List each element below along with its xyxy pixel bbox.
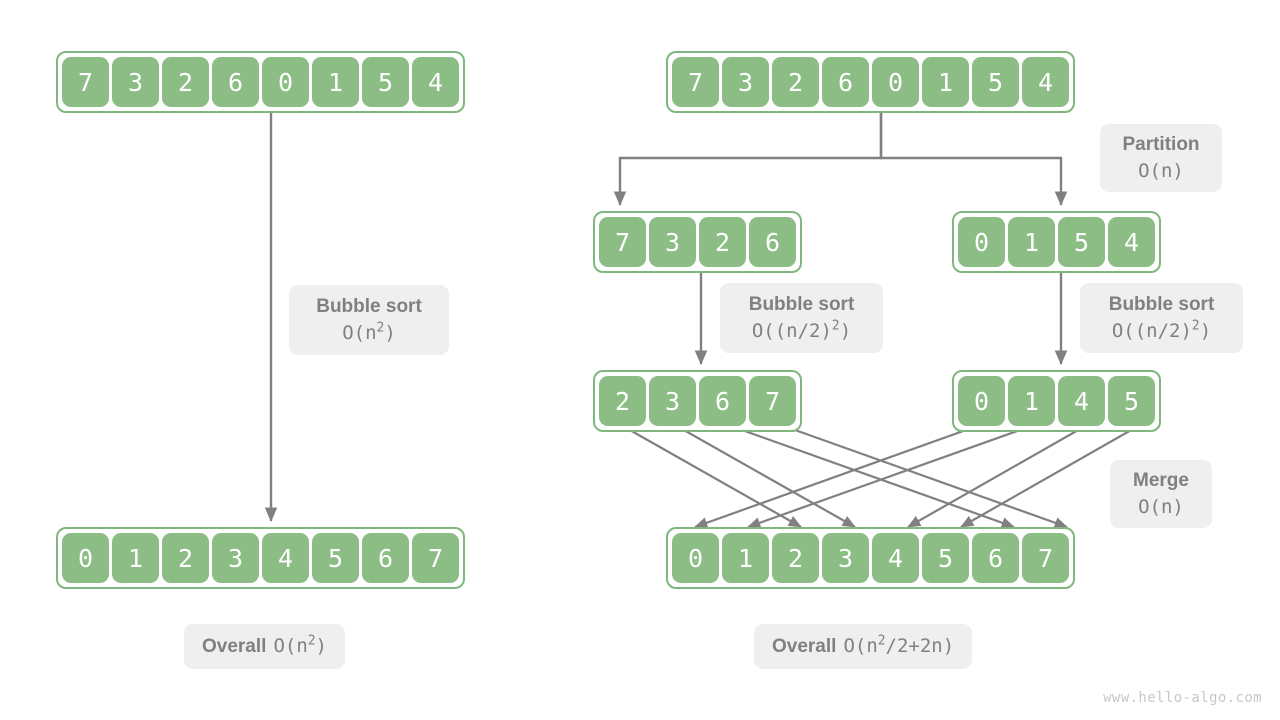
partition-note: Partition O(n) xyxy=(1100,124,1222,192)
note-title: Bubble sort xyxy=(1108,293,1215,315)
array-cell: 2 xyxy=(162,57,209,107)
array-cell: 4 xyxy=(1108,217,1155,267)
array-cell: 2 xyxy=(162,533,209,583)
array-cell: 3 xyxy=(649,217,696,267)
array-cell: 6 xyxy=(749,217,796,267)
merge-note: Merge O(n) xyxy=(1110,460,1212,528)
array-cell: 0 xyxy=(62,533,109,583)
array-cell: 7 xyxy=(1022,533,1069,583)
partition-fork-arrows xyxy=(613,111,1068,206)
array-cell: 7 xyxy=(412,533,459,583)
watermark: www.hello-algo.com xyxy=(1103,690,1262,706)
left-overall-note: Overall O(n2) xyxy=(184,624,345,669)
array-cell: 7 xyxy=(599,217,646,267)
array-cell: 1 xyxy=(922,57,969,107)
note-complexity: O(n2) xyxy=(342,320,396,344)
array-cell: 6 xyxy=(972,533,1019,583)
note-title: Merge xyxy=(1133,469,1189,491)
array-cell: 0 xyxy=(958,376,1005,426)
array-cell: 1 xyxy=(722,533,769,583)
left-bubble-sort-note: Bubble sort O(n2) xyxy=(289,285,449,355)
merge-arrows xyxy=(620,423,1141,529)
array-cell: 2 xyxy=(699,217,746,267)
array-cell: 4 xyxy=(1022,57,1069,107)
array-cell: 0 xyxy=(958,217,1005,267)
note-title: Bubble sort xyxy=(316,295,422,317)
note-complexity: O(n2) xyxy=(273,633,327,658)
array-cell: 0 xyxy=(262,57,309,107)
array-cell: 0 xyxy=(672,533,719,583)
right-bubble-sort-note-left: Bubble sort O((n/2)2) xyxy=(720,283,883,353)
array-cell: 7 xyxy=(672,57,719,107)
array-cell: 3 xyxy=(649,376,696,426)
array-cell: 3 xyxy=(722,57,769,107)
array-cell: 4 xyxy=(262,533,309,583)
array-cell: 3 xyxy=(112,57,159,107)
note-title: Partition xyxy=(1122,133,1200,155)
note-complexity: O(n) xyxy=(1138,159,1184,182)
note-title: Bubble sort xyxy=(748,293,855,315)
array-cell: 4 xyxy=(1058,376,1105,426)
array-cell: 3 xyxy=(212,533,259,583)
array-cell: 2 xyxy=(772,533,819,583)
array-cell: 7 xyxy=(749,376,796,426)
array-cell: 1 xyxy=(1008,217,1055,267)
array-cell: 5 xyxy=(1108,376,1155,426)
array-cell: 6 xyxy=(212,57,259,107)
array-cell: 2 xyxy=(772,57,819,107)
right-bubble-sort-note-right: Bubble sort O((n/2)2) xyxy=(1080,283,1243,353)
array-cell: 6 xyxy=(822,57,869,107)
array-cell: 4 xyxy=(872,533,919,583)
array-cell: 2 xyxy=(599,376,646,426)
note-title: Overall xyxy=(772,635,837,657)
array-cell: 3 xyxy=(822,533,869,583)
array-cell: 0 xyxy=(872,57,919,107)
note-complexity: O((n/2)2) xyxy=(751,318,852,342)
note-title: Overall xyxy=(202,635,267,657)
note-complexity: O(n2/2+2n) xyxy=(843,633,955,658)
array-cell: 1 xyxy=(1008,376,1055,426)
array-cell: 5 xyxy=(312,533,359,583)
array-cell: 4 xyxy=(412,57,459,107)
array-cell: 5 xyxy=(922,533,969,583)
array-cell: 5 xyxy=(1058,217,1105,267)
array-cell: 1 xyxy=(112,533,159,583)
array-cell: 5 xyxy=(972,57,1019,107)
array-cell: 6 xyxy=(362,533,409,583)
note-complexity: O(n) xyxy=(1138,495,1184,518)
note-complexity: O((n/2)2) xyxy=(1111,318,1212,342)
array-cell: 7 xyxy=(62,57,109,107)
array-cell: 6 xyxy=(699,376,746,426)
array-cell: 5 xyxy=(362,57,409,107)
array-cell: 1 xyxy=(312,57,359,107)
right-overall-note: Overall O(n2/2+2n) xyxy=(754,624,973,669)
